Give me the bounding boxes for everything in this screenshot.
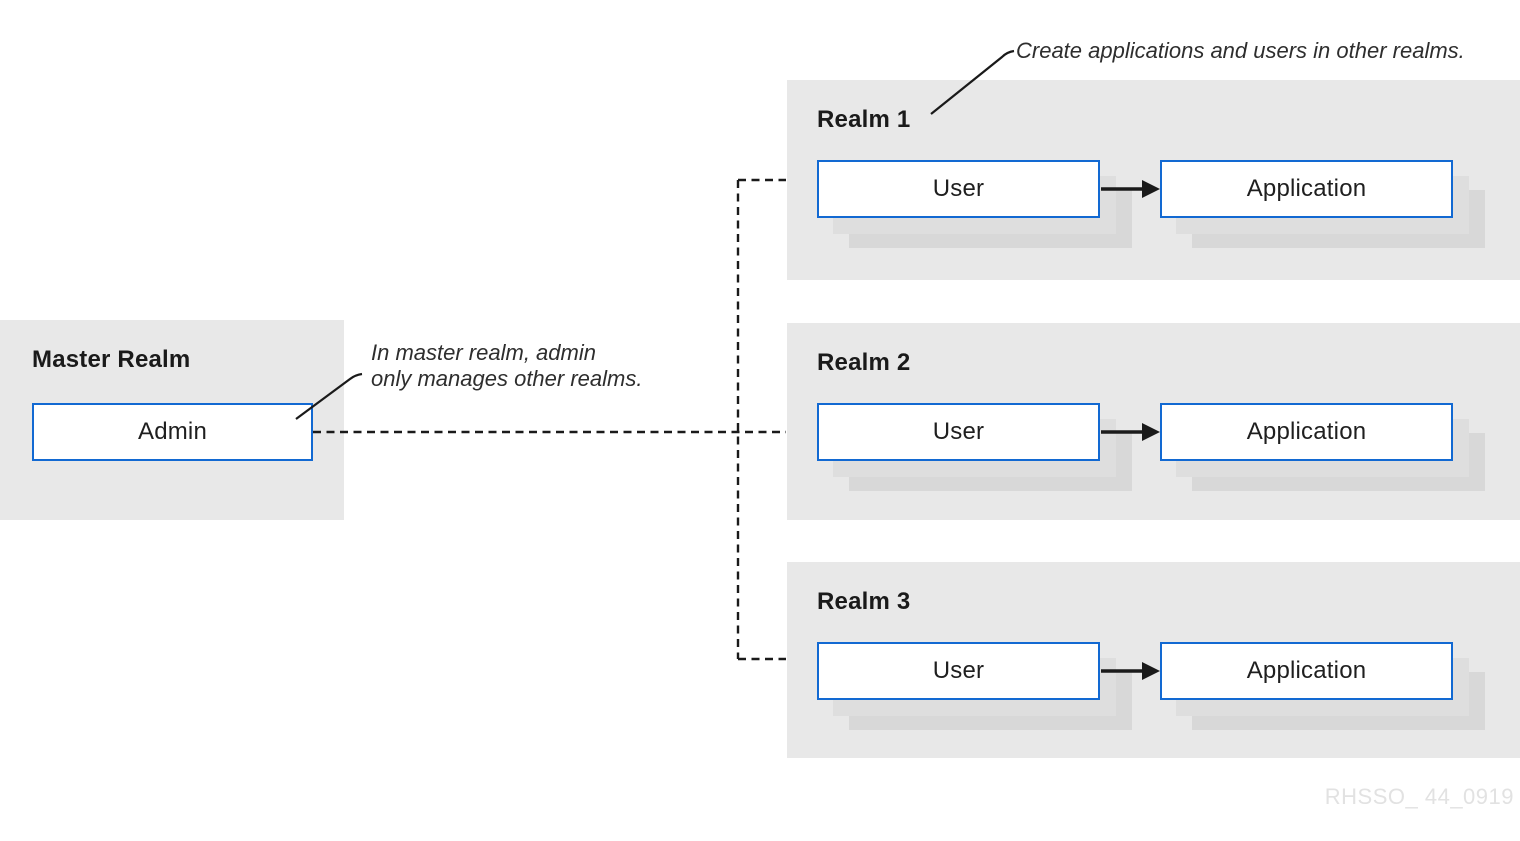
realm-3-user-label: User xyxy=(932,657,985,684)
admin-box-label: Admin xyxy=(137,418,208,445)
realm-2-panel: Realm 2 User Application xyxy=(787,323,1520,520)
realm-3-panel: Realm 3 User Application xyxy=(787,562,1520,758)
watermark: RHSSO_ 44_0919 xyxy=(1324,784,1514,809)
realm-2-title: Realm 2 xyxy=(817,349,911,376)
annotation-create-note: Create applications and users in other r… xyxy=(1016,38,1465,63)
realm-1-user-box: User xyxy=(817,160,1100,218)
realm-3-user-box: User xyxy=(817,642,1100,700)
annotation-master-note-line1: In master realm, admin xyxy=(371,340,596,365)
annotation-master-note: In master realm, admin only manages othe… xyxy=(371,340,642,392)
realm-1-application-label: Application xyxy=(1246,175,1367,202)
master-realm-title: Master Realm xyxy=(32,346,191,373)
realm-2-user-box: User xyxy=(817,403,1100,461)
annotation-master-note-line2: only manages other realms. xyxy=(371,366,643,391)
realm-3-application-box: Application xyxy=(1160,642,1453,700)
realm-1-application-box: Application xyxy=(1160,160,1453,218)
realm-1-panel: Realm 1 User Application xyxy=(787,80,1520,280)
realm-3-application-label: Application xyxy=(1246,657,1367,684)
realm-1-title: Realm 1 xyxy=(817,106,911,133)
admin-realms-dashed-connector xyxy=(313,178,786,661)
master-realm-panel: Master Realm Admin xyxy=(0,320,344,520)
realm-3-title: Realm 3 xyxy=(817,588,911,615)
admin-box: Admin xyxy=(32,403,313,461)
realm-1-user-label: User xyxy=(932,175,985,202)
realm-2-application-label: Application xyxy=(1246,418,1367,445)
realm-2-user-label: User xyxy=(932,418,985,445)
realm-2-application-box: Application xyxy=(1160,403,1453,461)
